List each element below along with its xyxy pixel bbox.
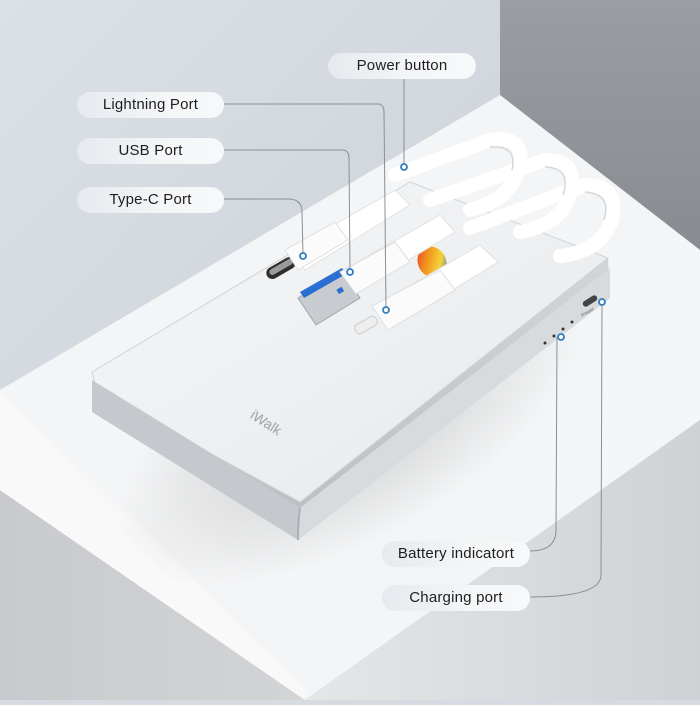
usb-connector — [297, 241, 411, 326]
callout-dots — [299, 163, 606, 341]
callout-battery-indicator: Battery indicatort — [382, 541, 530, 567]
callout-type-c-port: Type-C Port — [77, 187, 224, 213]
leader-lines — [224, 78, 603, 598]
callout-lightning-port: Lightning Port — [77, 92, 224, 118]
cable-loops — [388, 132, 621, 263]
callout-power-button: Power button — [328, 53, 476, 79]
lightning-connector — [354, 269, 456, 335]
right-wall — [500, 0, 700, 250]
callout-charging-port: Charging port — [382, 585, 530, 611]
callout-usb-port: USB Port — [77, 138, 224, 164]
